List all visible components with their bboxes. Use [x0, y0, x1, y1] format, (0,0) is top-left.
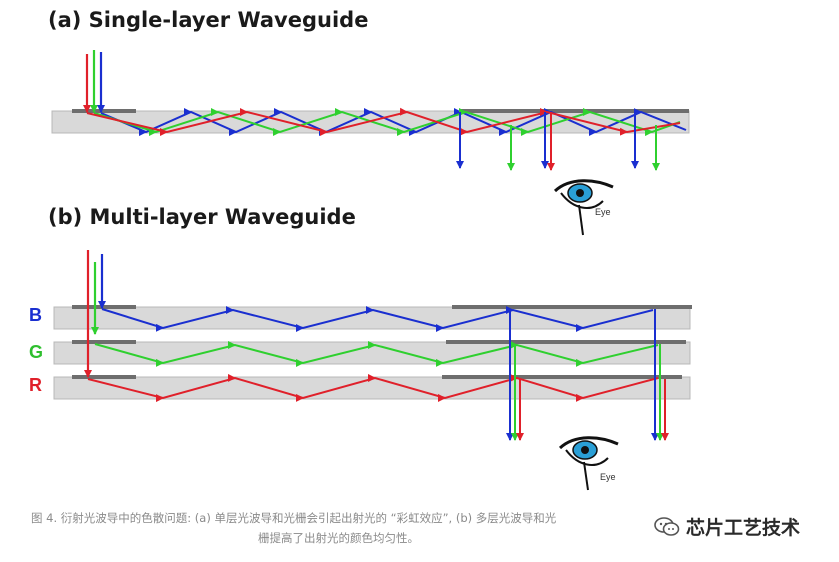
- input-grating-g: [72, 340, 136, 344]
- input-grating: [72, 109, 136, 113]
- watermark-text: 芯片工艺技术: [686, 513, 800, 540]
- waveguide-diagram: Eye: [0, 0, 839, 500]
- eye-icon: Eye: [555, 181, 613, 235]
- output-grating-r: [442, 375, 682, 379]
- panel-b-title: (b) Multi-layer Waveguide: [48, 205, 356, 229]
- figure: Eye: [0, 0, 839, 500]
- caption-line: 图 4. 衍射光波导中的色散问题: (a) 单层光波导和光栅会引起出射光的 “彩…: [31, 508, 556, 528]
- output-grating: [460, 109, 689, 113]
- eye-icon: Eye: [560, 438, 618, 490]
- input-beams-a: [87, 50, 101, 112]
- wechat-icon: [654, 516, 680, 538]
- output-grating-b: [452, 305, 692, 309]
- caption-line: 栅提高了出射光的颜色均匀性。: [258, 528, 419, 548]
- eye-label: Eye: [595, 207, 611, 217]
- multi-layer-waveguide: [54, 305, 692, 399]
- layer-label-red: R: [29, 375, 42, 396]
- account-watermark: 芯片工艺技术: [650, 511, 804, 542]
- layer-label-green: G: [29, 342, 43, 363]
- input-grating-b: [72, 305, 136, 309]
- eye-label: Eye: [600, 472, 616, 482]
- layer-label-blue: B: [29, 305, 42, 326]
- output-grating-g: [446, 340, 686, 344]
- panel-a-title: (a) Single-layer Waveguide: [48, 8, 368, 32]
- input-grating-r: [72, 375, 136, 379]
